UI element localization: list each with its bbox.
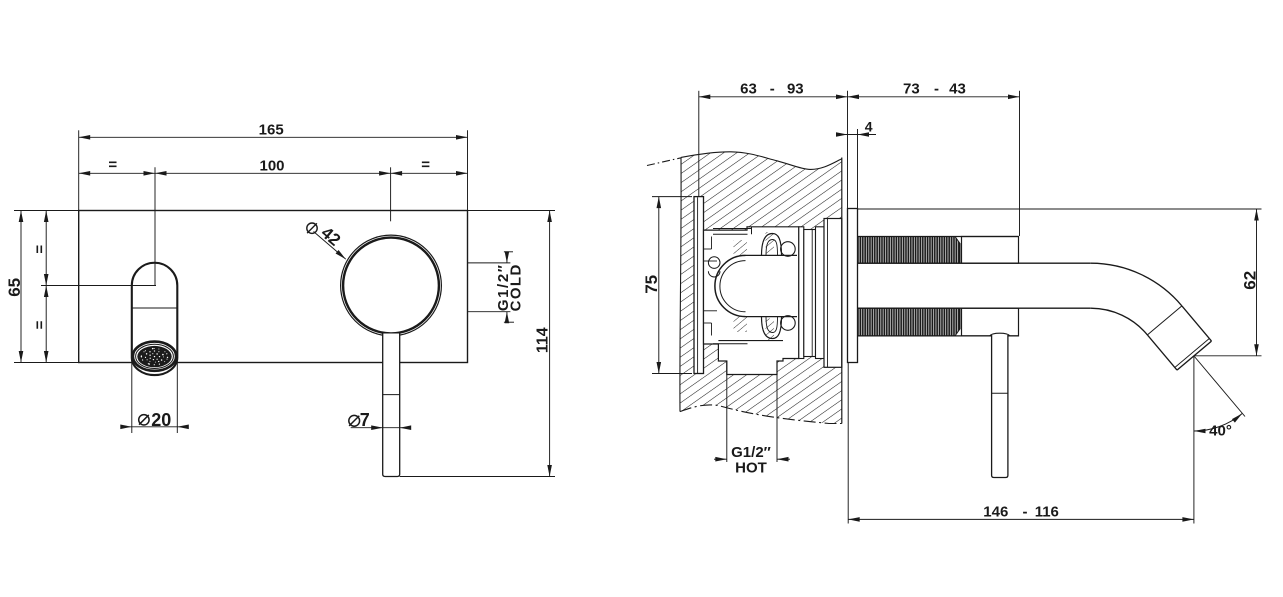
svg-text:100: 100 xyxy=(259,157,284,174)
svg-text:114: 114 xyxy=(535,327,552,353)
svg-text:73: 73 xyxy=(903,80,920,97)
svg-text:-: - xyxy=(770,80,775,97)
svg-text:COLD: COLD xyxy=(508,263,525,311)
svg-text:20: 20 xyxy=(151,410,171,430)
svg-text:93: 93 xyxy=(787,80,804,97)
svg-text:4: 4 xyxy=(865,118,873,134)
svg-text:=: = xyxy=(108,156,117,173)
svg-text:43: 43 xyxy=(949,80,966,97)
svg-text:63: 63 xyxy=(740,80,757,97)
svg-text:=: = xyxy=(32,320,49,329)
svg-text:116: 116 xyxy=(1035,503,1059,520)
svg-text:G1/2″: G1/2″ xyxy=(731,444,771,461)
svg-text:62: 62 xyxy=(1240,271,1259,290)
svg-text:65: 65 xyxy=(5,278,24,297)
svg-text:-: - xyxy=(934,80,939,97)
svg-text:7: 7 xyxy=(360,410,370,430)
svg-text:=: = xyxy=(32,245,49,254)
svg-text:-: - xyxy=(1023,503,1028,520)
svg-text:146: 146 xyxy=(983,503,1008,520)
svg-text:165: 165 xyxy=(259,121,284,138)
svg-text:40°: 40° xyxy=(1209,422,1232,439)
svg-text:=: = xyxy=(421,156,430,173)
svg-text:HOT: HOT xyxy=(735,460,767,477)
svg-text:G1/2″: G1/2″ xyxy=(495,263,512,311)
svg-text:75: 75 xyxy=(642,275,661,294)
